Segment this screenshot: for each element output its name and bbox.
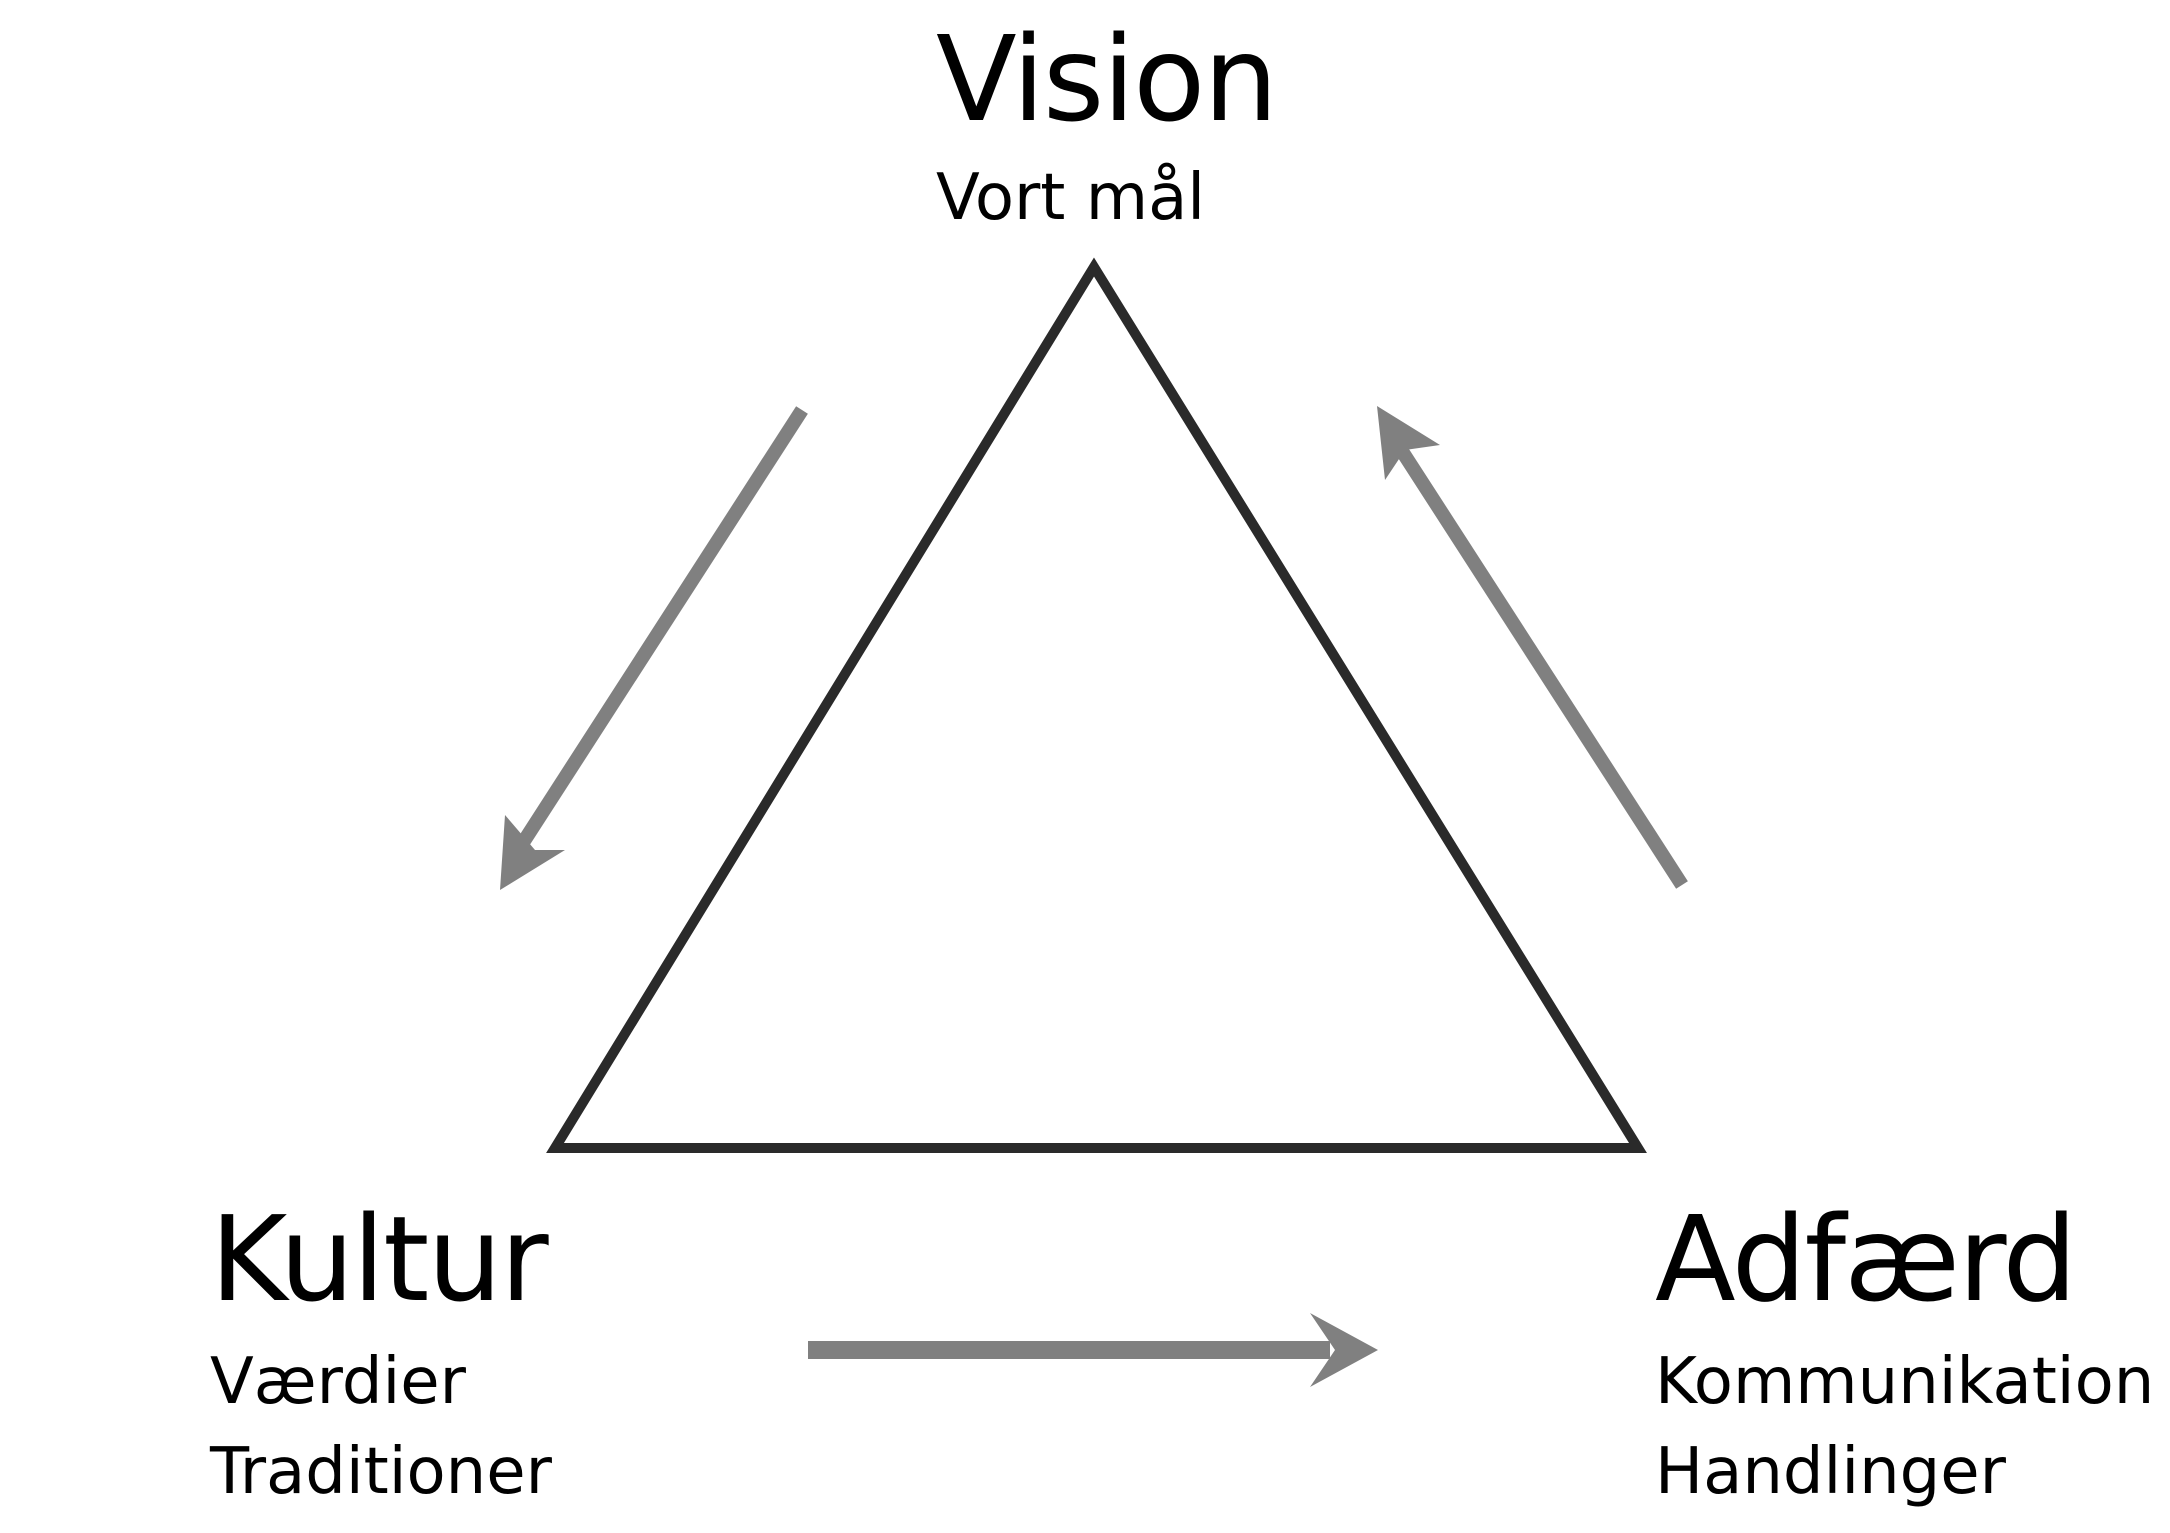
triangle-shape (546, 257, 1647, 1153)
node-title-vision: Vision (936, 10, 1278, 148)
arrow-vision-to-kultur (500, 406, 808, 890)
arrow-adfaerd-to-vision (1377, 406, 1688, 889)
node-item-adfaerd-actions: Handlinger (1655, 1435, 2006, 1509)
node-item-kultur-values: Værdier (210, 1345, 466, 1419)
node-item-adfaerd-communication: Kommunikation (1655, 1345, 2155, 1419)
node-item-kultur-traditions: Traditioner (210, 1435, 552, 1509)
node-title-kultur: Kultur (210, 1190, 549, 1328)
node-item-vision-goal: Vort mål (936, 161, 1206, 235)
node-title-adfaerd: Adfærd (1655, 1190, 2077, 1328)
arrow-kultur-to-adfaerd (808, 1313, 1378, 1387)
